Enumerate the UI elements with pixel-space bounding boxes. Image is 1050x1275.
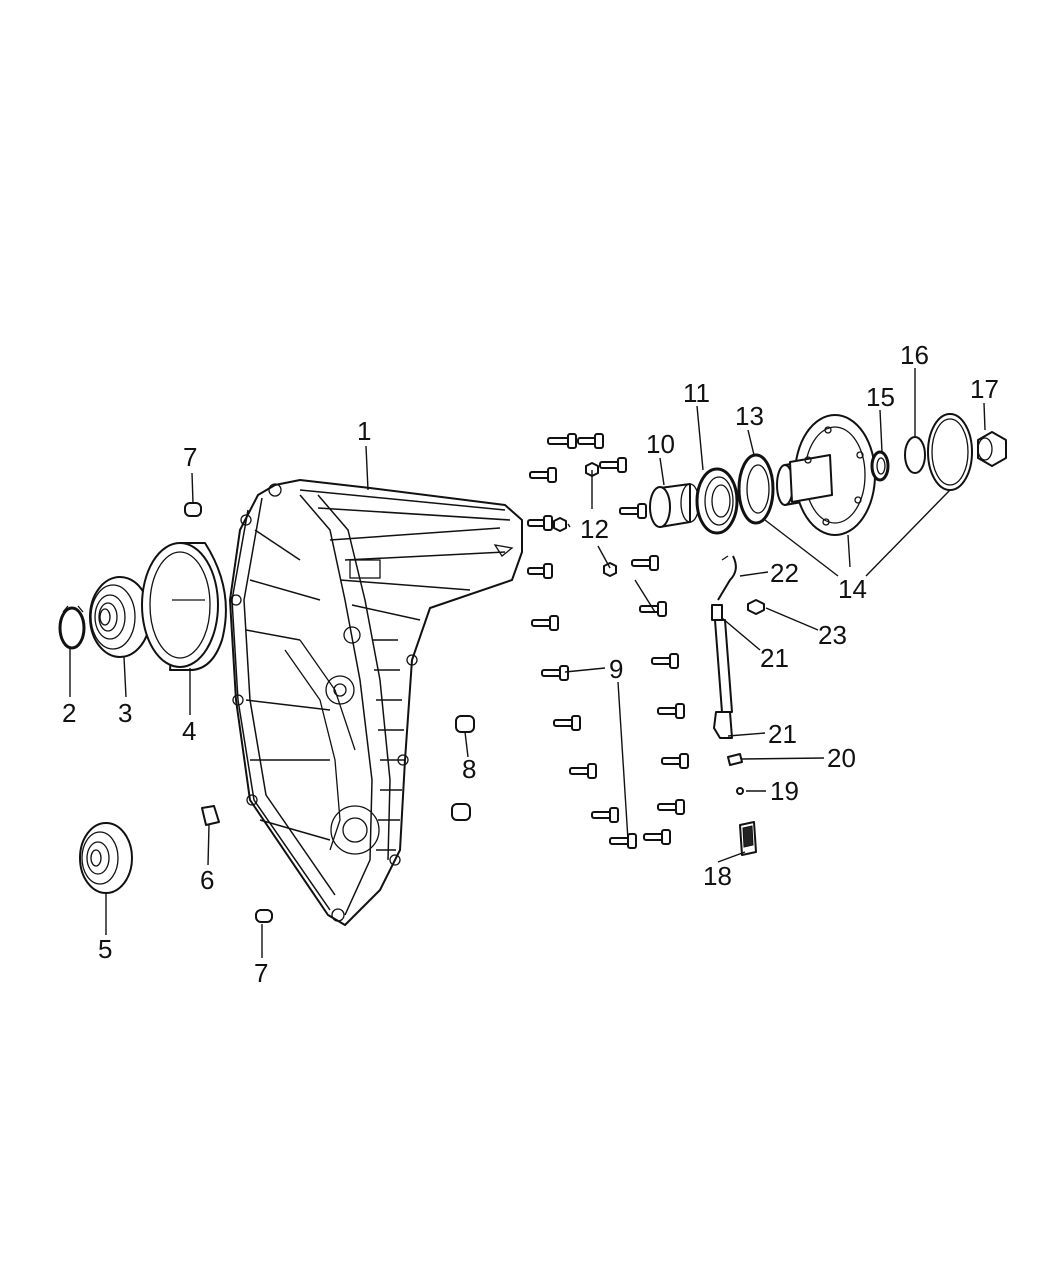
callout-23: 23 [818,620,847,650]
pump-ring-part [141,542,227,671]
callout-14: 14 [838,574,867,604]
callout-17: 17 [970,374,999,404]
bearing-part [89,576,151,658]
housing-part [229,479,523,926]
sleeve-part [649,483,700,528]
washer-part [870,450,890,482]
flat-washer-part [904,436,926,474]
callout-15: 15 [866,382,895,412]
callout-21-lower: 21 [768,719,797,749]
output-seal-part [737,453,775,525]
sensor-assembly-part [711,555,765,856]
callout-19: 19 [770,776,799,806]
callout-7-upper: 7 [183,442,197,472]
magnet-part [201,805,220,826]
callout-9: 9 [609,654,623,684]
callout-2: 2 [62,698,76,728]
callout-5: 5 [98,934,112,964]
callout-1: 1 [357,416,371,446]
callout-4: 4 [182,716,196,746]
callout-7-lower: 7 [254,958,268,988]
plug-upper-part [455,715,475,733]
callout-20: 20 [827,743,856,773]
callout-6: 6 [200,865,214,895]
callout-22: 22 [770,558,799,588]
flange-hub-part [776,414,876,536]
callout-10: 10 [646,429,675,459]
callout-18: 18 [703,861,732,891]
flange-nut-part [977,431,1007,467]
callout-3: 3 [118,698,132,728]
callout-labels: 1 2 3 4 5 6 7 7 8 9 10 11 12 13 14 15 16… [62,340,999,988]
callout-8: 8 [462,754,476,784]
dowel-upper-part [184,502,202,517]
callout-12: 12 [580,514,609,544]
callout-13: 13 [735,401,764,431]
dowel-lower-part [255,909,273,923]
callout-16: 16 [900,340,929,370]
callout-21-upper: 21 [760,643,789,673]
leader-lines [69,368,986,958]
lower-bearing-part [79,822,133,894]
bolts-group [527,433,689,849]
callout-11: 11 [683,378,710,408]
o-ring-part [927,413,973,491]
snap-ring-part [58,605,86,650]
seal-part [695,467,739,535]
plug-lower-part [451,803,471,821]
